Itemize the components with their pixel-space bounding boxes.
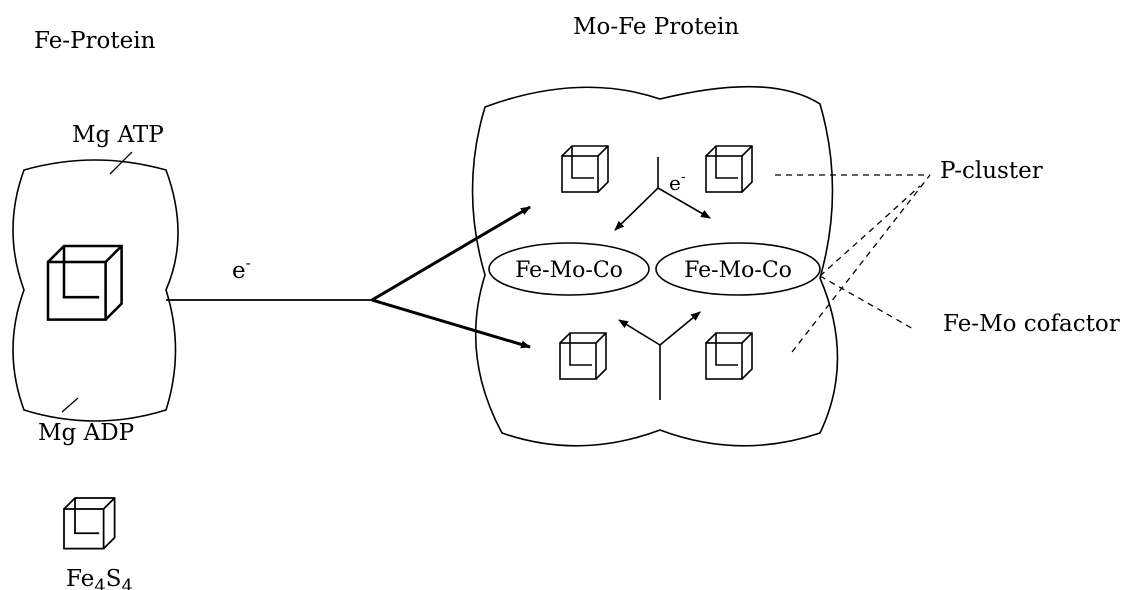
upper-transfer-arrow [371,205,531,302]
fe-mo-co-right-label: Fe-Mo-Co [684,258,792,283]
lower-branch-left-arrow [618,319,661,346]
upper-electron-label: e- [669,169,686,195]
cofactor-leader-upper [819,185,921,277]
p-cluster-label: P-cluster [940,158,1043,184]
mo-fe-protein-body [471,85,839,447]
fe4s4-legend-cube-icon [63,497,116,550]
upper-branch-right-arrow [657,187,711,219]
mo-fe-protein-title: Mo-Fe Protein [573,14,739,40]
fe-protein-body [12,159,179,422]
mg-adp-pointer [61,397,79,413]
lower-right-cube-icon [705,332,753,380]
mg-atp-pointer [109,151,133,175]
fe4s4-legend-label: Fe4S4 [66,566,133,590]
electron-label: e- [232,254,251,284]
mg-adp-label: Mg ADP [38,420,134,446]
fe-mo-cofactor-label: Fe-Mo cofactor [943,311,1120,337]
lower-branch-right-arrow [659,311,701,346]
p-cluster-leader-lower [791,174,931,353]
fe-mo-co-left-ellipse [488,242,650,296]
upper-right-cube-icon [705,145,753,193]
fe-mo-co-left-label: Fe-Mo-Co [515,258,623,283]
lower-left-cube-icon [559,332,607,380]
cofactor-leader-lower [819,275,916,331]
mg-atp-label: Mg ATP [72,122,164,148]
fe-protein-title: Fe-Protein [34,28,156,54]
upper-left-cube-icon [561,145,609,193]
fe-protein-cube-icon [46,244,123,321]
lower-transfer-arrow [371,298,531,349]
upper-branch-left-arrow [614,187,659,231]
fe-mo-co-right-ellipse [655,242,821,296]
